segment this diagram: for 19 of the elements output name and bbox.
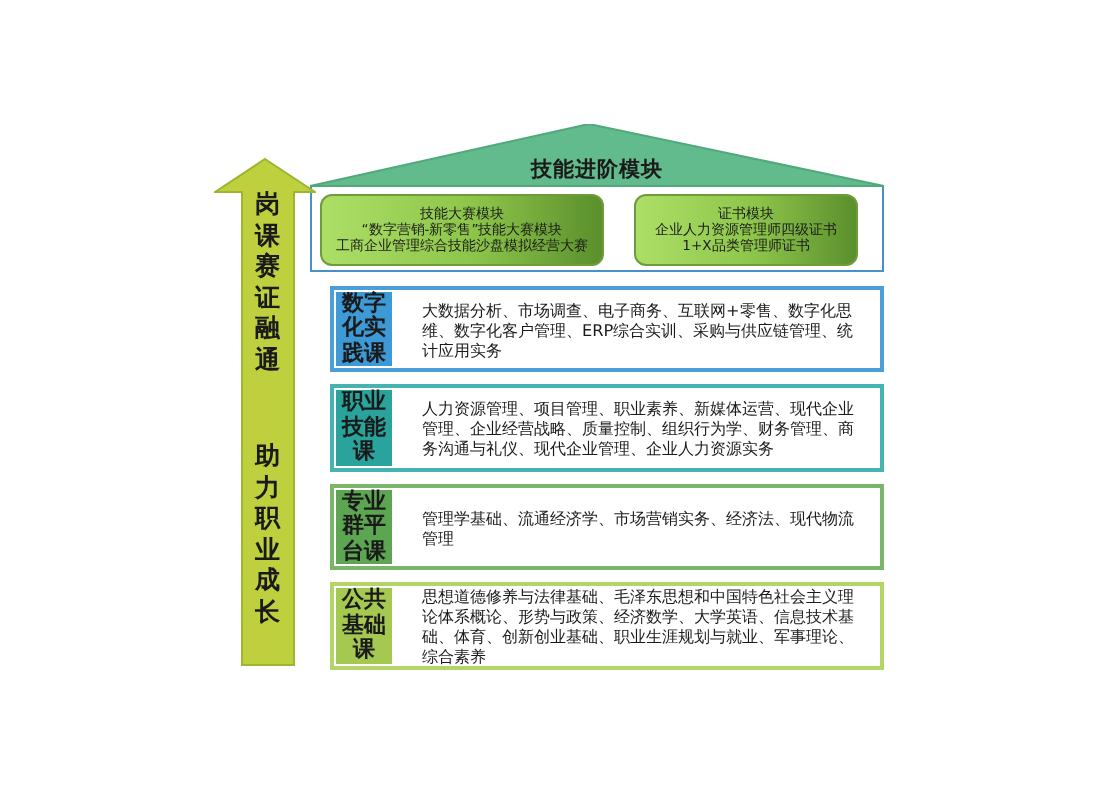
category-label: 公共基础课 bbox=[336, 588, 392, 664]
category-label: 职业技能课 bbox=[336, 390, 392, 466]
roof-panel bbox=[310, 124, 884, 272]
course-list: 思想道德修养与法律基础、毛泽东思想和中国特色社会主义理论体系概论、形势与政策、经济数学、大学英语、信息技术基础、体育、创新创业基础、职业生涯规划与就业、军事理论、综合素养 bbox=[422, 586, 862, 666]
module-box bbox=[320, 194, 604, 266]
course-row bbox=[330, 582, 884, 670]
course-list: 管理学基础、流通经济学、市场营销实务、经济法、现代物流管理 bbox=[422, 507, 862, 547]
course-row bbox=[330, 286, 884, 372]
arrow-caption: 岗课赛证融通 bbox=[255, 188, 281, 374]
roof-title: 技能进阶模块 bbox=[531, 158, 663, 182]
course-row bbox=[330, 384, 884, 472]
course-list: 人力资源管理、项目管理、职业素养、新媒体运营、现代企业管理、企业经营战略、质量控制、组织行为学、财务管理、商务沟通与礼仪、现代企业管理、企业人力资源实务 bbox=[422, 398, 862, 458]
arrow-caption: 助力职业成长 bbox=[255, 440, 281, 626]
category-label: 数字化实践课 bbox=[336, 292, 392, 366]
up-arrow bbox=[214, 158, 316, 666]
course-row bbox=[330, 484, 884, 570]
category-label: 专业群平台课 bbox=[336, 490, 392, 564]
course-list: 大数据分析、市场调查、电子商务、互联网+零售、数字化思维、数字化客户管理、ERP综合实训、采购与供应链管理、统计应用实务 bbox=[422, 299, 862, 359]
module-box bbox=[634, 194, 858, 266]
